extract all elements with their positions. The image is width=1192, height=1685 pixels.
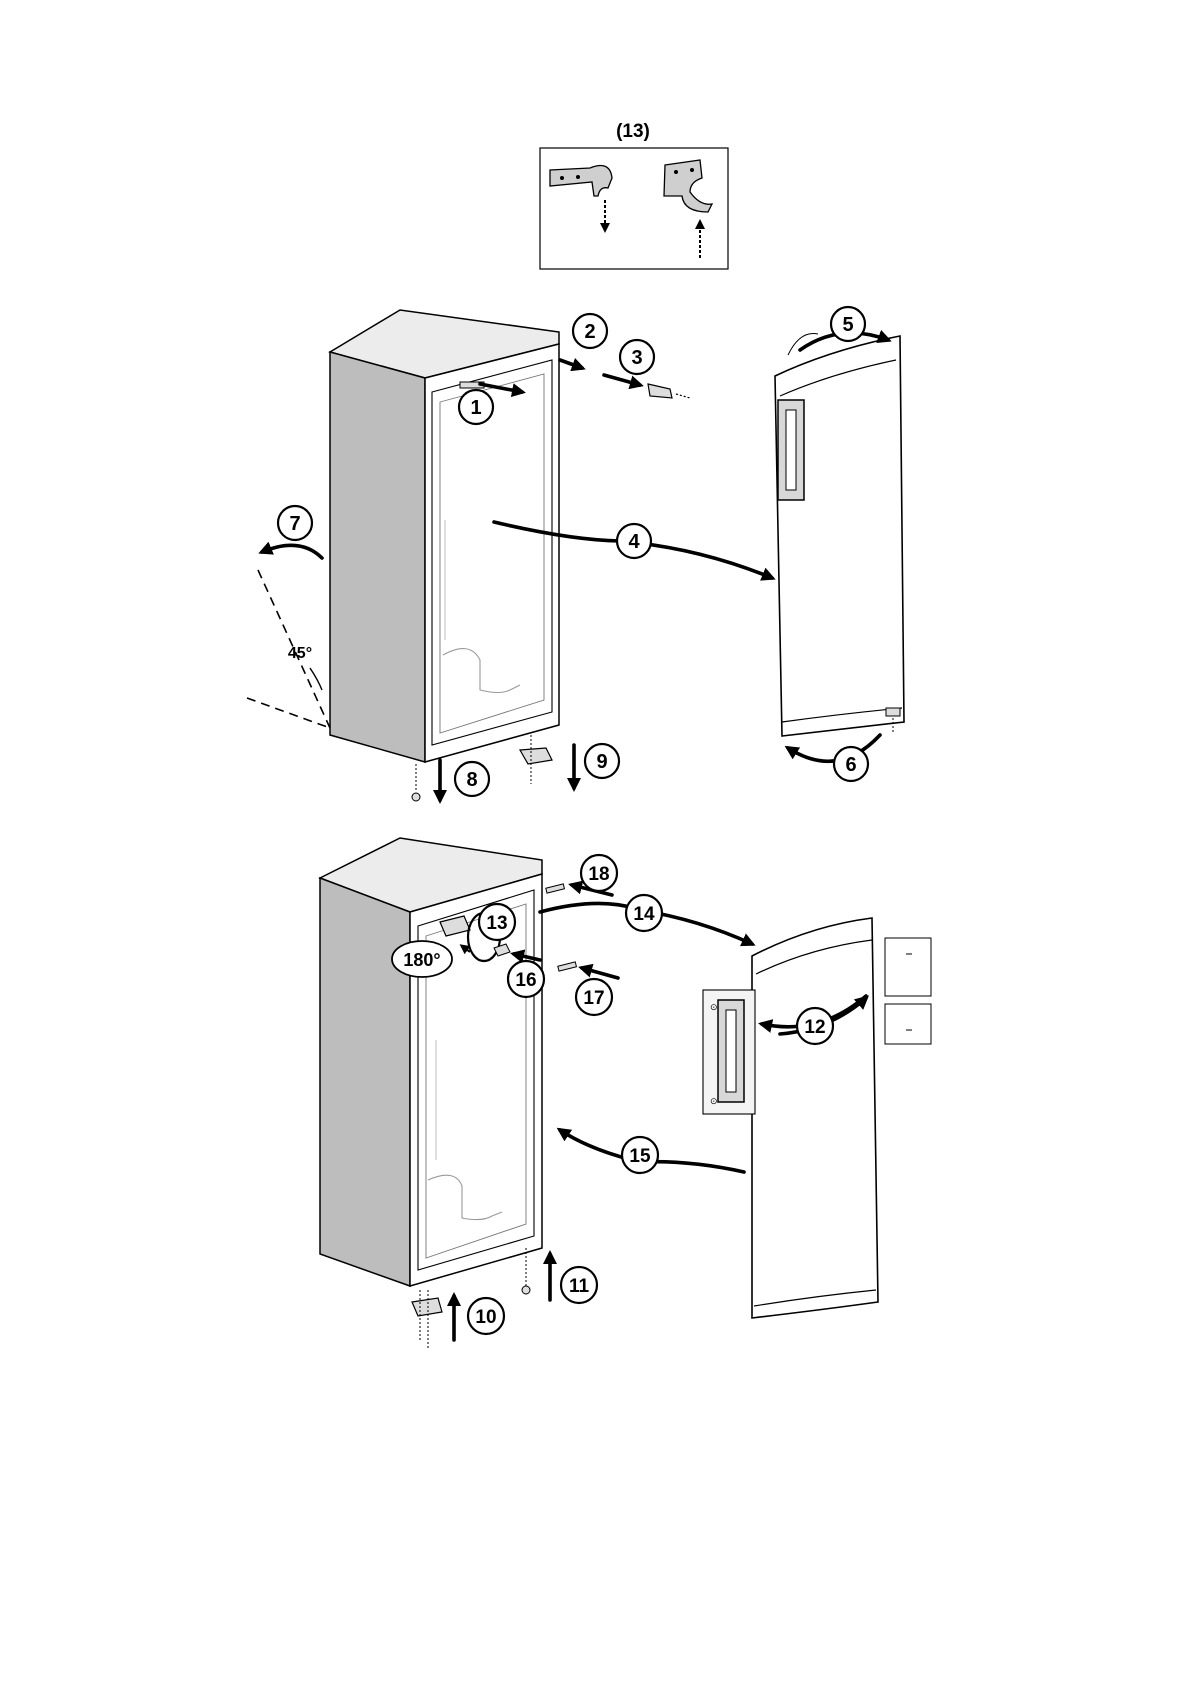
top-hinge-removed-icon (648, 384, 690, 398)
svg-text:2: 2 (584, 321, 595, 343)
svg-text:9: 9 (596, 751, 607, 773)
step-1-badge: 1 (459, 390, 493, 424)
tilt-angle-label: 45° (288, 645, 312, 662)
svg-text:5: 5 (842, 314, 853, 336)
svg-text:6: 6 (845, 754, 856, 776)
step-13-badge: 13 (479, 904, 515, 940)
handle-cover-caps (885, 938, 931, 1044)
door-handle-top (778, 400, 804, 500)
svg-text:10: 10 (475, 1307, 496, 1328)
door-handle-detached: ⊙ ⊙ (703, 990, 755, 1114)
step-2-arrow (560, 360, 582, 368)
svg-text:8: 8 (466, 769, 477, 791)
fridge-body-top (330, 310, 559, 762)
step-11-badge: 11 (561, 1267, 597, 1303)
svg-text:4: 4 (628, 531, 640, 553)
svg-text:⊙: ⊙ (710, 1096, 718, 1106)
svg-text:13: 13 (486, 913, 507, 934)
fridge-door-bottom (752, 918, 878, 1318)
svg-text:7: 7 (289, 513, 300, 535)
svg-text:12: 12 (804, 1017, 825, 1038)
fridge-door-top (775, 333, 904, 736)
step-17-badge: 17 (576, 979, 612, 1015)
step-4-badge: 4 (617, 524, 651, 558)
svg-text:14: 14 (633, 904, 655, 925)
step-7-badge: 7 (278, 506, 312, 540)
svg-text:⊙: ⊙ (710, 1002, 718, 1012)
step-9-badge: 9 (585, 744, 619, 778)
step-8-badge: 8 (455, 762, 489, 796)
svg-text:17: 17 (583, 988, 604, 1009)
step-17-arrow (582, 968, 618, 978)
step-16-badge: 16 (508, 961, 544, 997)
rotate-180-label: 180° (403, 950, 440, 970)
svg-text:18: 18 (588, 864, 609, 885)
tilt-guide: 45° (247, 570, 330, 728)
hinge-inset: (13) (540, 121, 728, 269)
step-15-badge: 15 (622, 1137, 658, 1173)
svg-text:15: 15 (629, 1146, 651, 1167)
inset-label: (13) (616, 121, 650, 142)
step-3-badge: 3 (620, 340, 654, 374)
rotate-180-badge: 180° (392, 941, 452, 977)
step-18-badge: 18 (581, 855, 617, 891)
step-10-badge: 10 (468, 1298, 504, 1334)
svg-text:16: 16 (515, 970, 536, 991)
step-12-badge: 12 (797, 1008, 833, 1044)
step-7-arrow (262, 545, 322, 558)
svg-text:1: 1 (470, 397, 481, 419)
fridge-body-bottom (320, 838, 542, 1286)
step-5-badge: 5 (831, 307, 865, 341)
step-3-arrow (604, 375, 640, 385)
svg-text:3: 3 (631, 347, 642, 369)
step-14-badge: 14 (626, 895, 662, 931)
step-6-badge: 6 (834, 747, 868, 781)
svg-text:11: 11 (569, 1276, 590, 1297)
step-2-badge: 2 (573, 314, 607, 348)
